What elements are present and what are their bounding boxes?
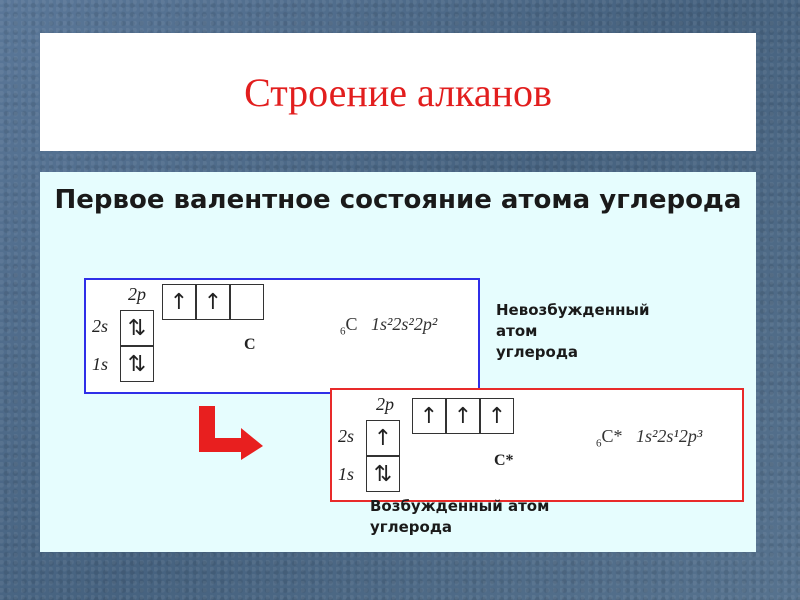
label-2p: 2p (376, 394, 394, 414)
label-2s: 2s (92, 316, 109, 336)
caption-line: углерода (370, 518, 453, 536)
orbital-2p-cell-3 (230, 284, 264, 320)
configuration: 1s²2s²2p² (371, 314, 438, 334)
ground-state-diagram: 2p 2s 1s ⇅ ⇅ ↑ ↑ C 6C 1s²2s²2p² (84, 278, 480, 394)
caption-line: углерода (496, 343, 579, 361)
excited-state-diagram: 2p 2s 1s ↑ ⇅ ↑ ↑ ↑ C* 6C* 1s²2s¹2p³ (330, 388, 744, 502)
orbital-2p-cell-1: ↑ (162, 284, 196, 320)
orbital-2p-cell-2: ↑ (446, 398, 480, 434)
slide-heading: Первое валентное состояние атома углерод… (54, 185, 742, 215)
orbital-1s-cell: ⇅ (120, 346, 154, 382)
orbital-2s-cell: ↑ (366, 420, 400, 456)
atomic-number: 6 (596, 437, 602, 450)
orbital-2p-cell-2: ↑ (196, 284, 230, 320)
atomic-number: 6 (340, 325, 346, 338)
orbital-2p-cell-3: ↑ (480, 398, 514, 434)
element-symbol: C* (601, 426, 623, 446)
caption-line: Возбужденный атом (370, 497, 550, 515)
label-1s: 1s (338, 464, 355, 484)
label-1s: 1s (92, 354, 109, 374)
caption-line: Невозбужденный (496, 301, 650, 319)
atom-symbol: C (244, 336, 256, 353)
label-2p: 2p (128, 284, 146, 304)
caption-line: атом (496, 322, 538, 340)
label-2s: 2s (338, 426, 355, 446)
content-box: Первое валентное состояние атома углерод… (40, 172, 756, 552)
orbital-1s-cell: ⇅ (366, 456, 400, 492)
configuration: 1s²2s¹2p³ (636, 426, 703, 446)
electron-formula: 6C* 1s²2s¹2p³ (596, 426, 702, 450)
slide-title: Строение алканов (244, 69, 552, 115)
electron-formula: 6C 1s²2s²2p² (340, 314, 437, 338)
transition-arrow-icon (199, 406, 263, 460)
ground-state-caption: Невозбужденный атом углерода (496, 300, 650, 363)
title-box: Строение алканов (40, 33, 756, 151)
orbital-2p-cell-1: ↑ (412, 398, 446, 434)
element-symbol: C (345, 314, 358, 334)
excited-state-caption: Возбужденный атом углерода (370, 496, 549, 538)
orbital-2s-cell: ⇅ (120, 310, 154, 346)
atom-symbol: C* (494, 452, 514, 469)
